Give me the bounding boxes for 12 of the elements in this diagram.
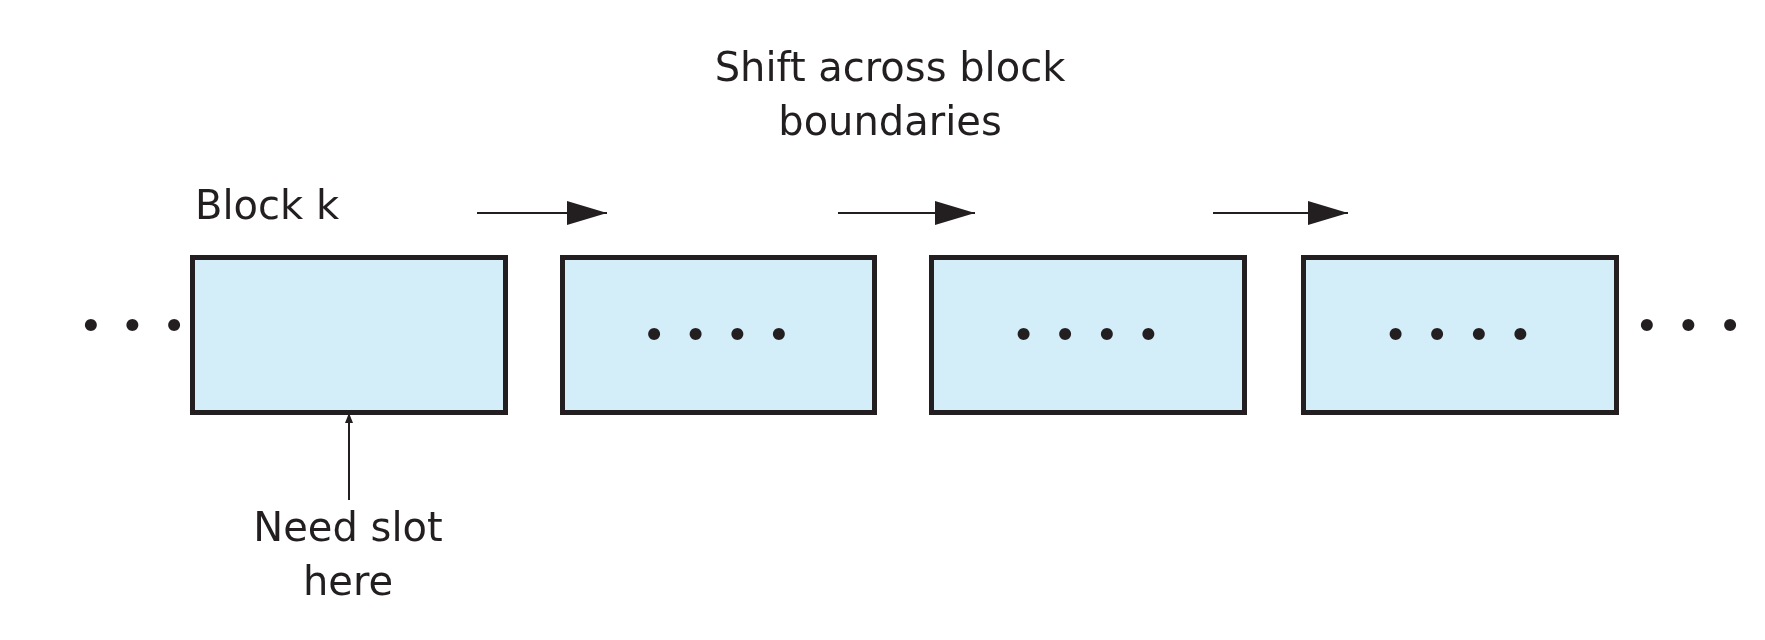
memory-block [560, 255, 877, 415]
annotation-text: Need slot here [238, 500, 458, 608]
ellipsis-dots: • • • [1636, 306, 1745, 346]
block-label: Block k [195, 181, 340, 230]
ellipsis-dots: • • • • [1384, 315, 1536, 355]
ellipsis-dots: • • • • [1012, 315, 1164, 355]
caption-text: Shift across block boundaries [713, 43, 1067, 146]
ellipsis-dots: • • • • [643, 315, 794, 355]
memory-block [929, 255, 1247, 415]
leader-arrow [345, 413, 353, 501]
ellipsis-dots: • • • [80, 306, 189, 346]
memory-block [1301, 255, 1619, 415]
